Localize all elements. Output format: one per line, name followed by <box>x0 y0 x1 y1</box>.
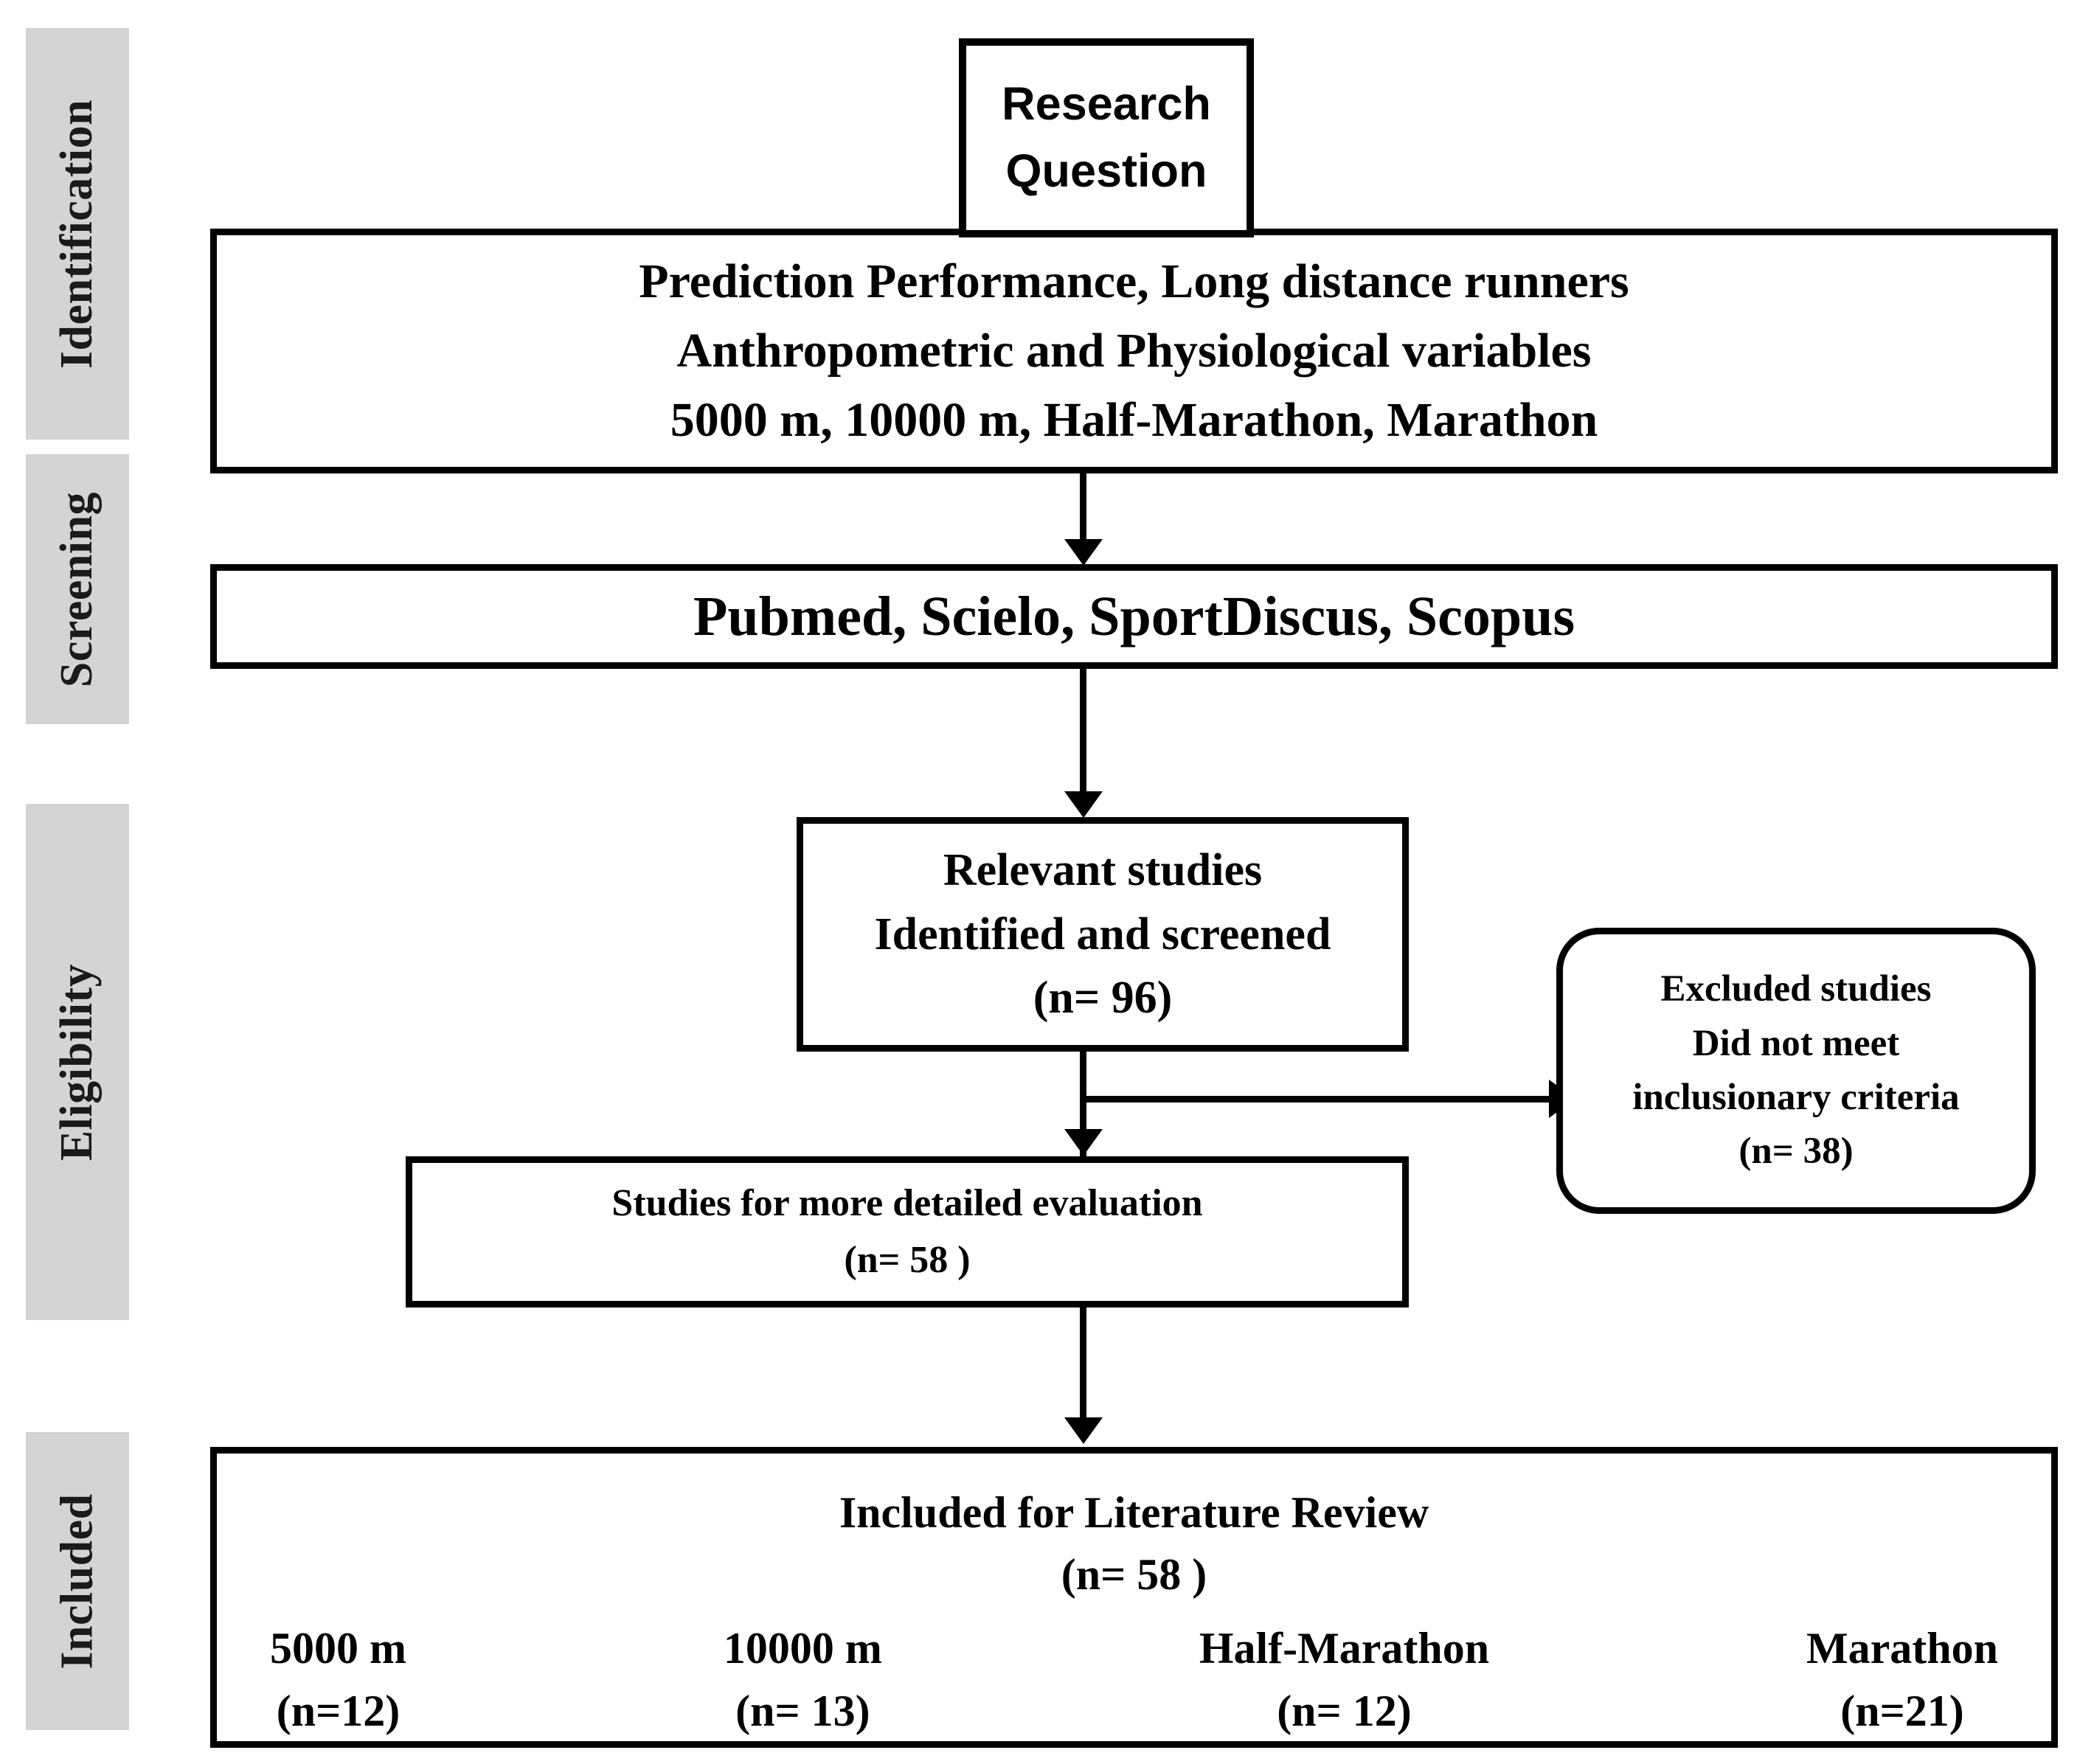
relevant-studies-box: Relevant studies Identified and screened… <box>797 817 1409 1052</box>
excluded-studies-line-4: (n= 38) <box>1738 1131 1854 1173</box>
distance-count-10000m: (n= 13) <box>735 1687 870 1736</box>
databases-box: Pubmed, Scielo, SportDiscus, Scopus <box>210 564 2058 669</box>
relevant-studies-line-3: (n= 96) <box>1033 973 1173 1024</box>
stage-label-included: Included <box>52 1493 103 1670</box>
stage-band-screening: Screening <box>26 454 129 724</box>
connector-databases-to-relevant-studies <box>1080 669 1086 794</box>
distance-name-10000m: 10000 m <box>723 1624 882 1673</box>
stage-band-eligibility: Eligibility <box>26 804 129 1320</box>
connector-relevant-studies-stem <box>1080 1052 1086 1162</box>
detailed-evaluation-line-2: (n= 58 ) <box>844 1238 971 1281</box>
included-line-2: (n= 58 ) <box>1061 1550 1207 1599</box>
detailed-evaluation-box: Studies for more detailed evaluation (n=… <box>406 1156 1409 1308</box>
connector-identification-to-databases <box>1080 473 1086 544</box>
excluded-studies-box: Excluded studies Did not meet inclusiona… <box>1556 928 2036 1214</box>
excluded-studies-line-2: Did not meet <box>1692 1022 1900 1064</box>
distance-name-marathon: Marathon <box>1806 1624 1998 1673</box>
stage-band-included: Included <box>26 1432 129 1730</box>
relevant-studies-line-2: Identified and screened <box>874 909 1331 959</box>
connector-branch-to-excluded <box>1080 1096 1556 1102</box>
stage-label-eligibility: Eligibility <box>52 963 103 1161</box>
distance-count-marathon: (n=21) <box>1840 1687 1964 1736</box>
databases-line-1: Pubmed, Scielo, SportDiscus, Scopus <box>693 585 1575 647</box>
distance-col-half-marathon: Half-Marathon (n= 12) <box>1199 1617 1489 1743</box>
arrow-relevant-studies-to-evaluation <box>1064 1129 1103 1156</box>
connector-evaluation-to-included <box>1080 1308 1086 1422</box>
research-question-line-2: Question <box>1005 145 1207 197</box>
identification-line-3: 5000 m, 10000 m, Half-Marathon, Marathon <box>670 392 1598 447</box>
research-question-box: Research Question <box>959 38 1254 237</box>
arrow-evaluation-to-included <box>1064 1417 1103 1444</box>
identification-line-1: Prediction Performance, Long distance ru… <box>639 254 1629 309</box>
stage-label-identification: Identification <box>52 99 103 369</box>
relevant-studies-line-1: Relevant studies <box>943 844 1263 895</box>
excluded-studies-line-1: Excluded studies <box>1660 968 1932 1010</box>
distance-col-5000m: 5000 m (n=12) <box>270 1617 406 1743</box>
stage-label-screening: Screening <box>52 491 103 687</box>
identification-line-2: Anthropometric and Physiological variabl… <box>676 324 1592 378</box>
distance-count-half-marathon: (n= 12) <box>1277 1687 1412 1736</box>
included-line-1: Included for Literature Review <box>839 1488 1429 1537</box>
arrow-databases-to-relevant-studies <box>1064 791 1103 818</box>
distance-name-5000m: 5000 m <box>270 1624 406 1673</box>
distance-count-5000m: (n=12) <box>276 1687 401 1736</box>
research-question-line-1: Research <box>1002 77 1211 130</box>
included-distance-row: 5000 m (n=12) 10000 m (n= 13) Half-Marat… <box>217 1617 2051 1743</box>
identification-topic-box: Prediction Performance, Long distance ru… <box>210 229 2058 473</box>
excluded-studies-line-3: inclusionary criteria <box>1632 1077 1960 1118</box>
distance-col-10000m: 10000 m (n= 13) <box>724 1617 882 1743</box>
stage-band-identification: Identification <box>26 28 129 440</box>
distance-col-marathon: Marathon (n=21) <box>1806 1617 1998 1743</box>
distance-name-half-marathon: Half-Marathon <box>1199 1624 1490 1673</box>
detailed-evaluation-line-1: Studies for more detailed evaluation <box>611 1181 1203 1224</box>
arrow-identification-to-databases <box>1064 539 1103 566</box>
included-box: Included for Literature Review (n= 58 ) … <box>210 1447 2058 1748</box>
